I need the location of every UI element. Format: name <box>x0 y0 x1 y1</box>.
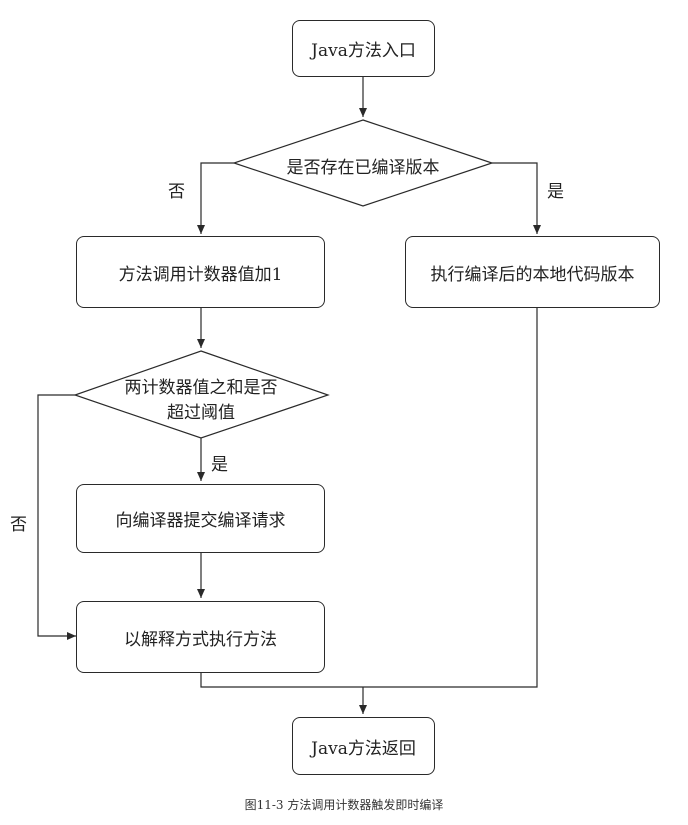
figure-caption: 图11-3 方法调用计数器触发即时编译 <box>244 798 444 812</box>
edge-threshold-no <box>37 394 76 640</box>
node-threshold-line2: 超过阈值 <box>167 403 235 423</box>
edge-check-no <box>197 162 234 234</box>
label-threshold-yes: 是 <box>211 455 228 475</box>
edge-check-yes <box>492 162 541 234</box>
node-exec-native: 执行编译后的本地代码版本 <box>405 236 660 308</box>
edge-interpret-to-join <box>200 673 363 688</box>
node-check-compiled: 是否存在已编译版本 <box>286 158 440 178</box>
node-end: Java方法返回 <box>292 717 435 775</box>
node-threshold-line1: 两计数器值之和是否 <box>124 378 278 398</box>
label-check-yes: 是 <box>547 182 564 202</box>
label-check-no: 否 <box>168 182 185 202</box>
node-interpret: 以解释方式执行方法 <box>76 601 325 673</box>
decision-diamond-compiled <box>232 119 494 207</box>
node-submit-compile: 向编译器提交编译请求 <box>76 484 325 553</box>
label-threshold-no: 否 <box>10 515 27 535</box>
node-counter-inc: 方法调用计数器值加1 <box>76 236 325 308</box>
edge-native-to-join <box>363 308 538 688</box>
node-start: Java方法入口 <box>292 20 435 77</box>
